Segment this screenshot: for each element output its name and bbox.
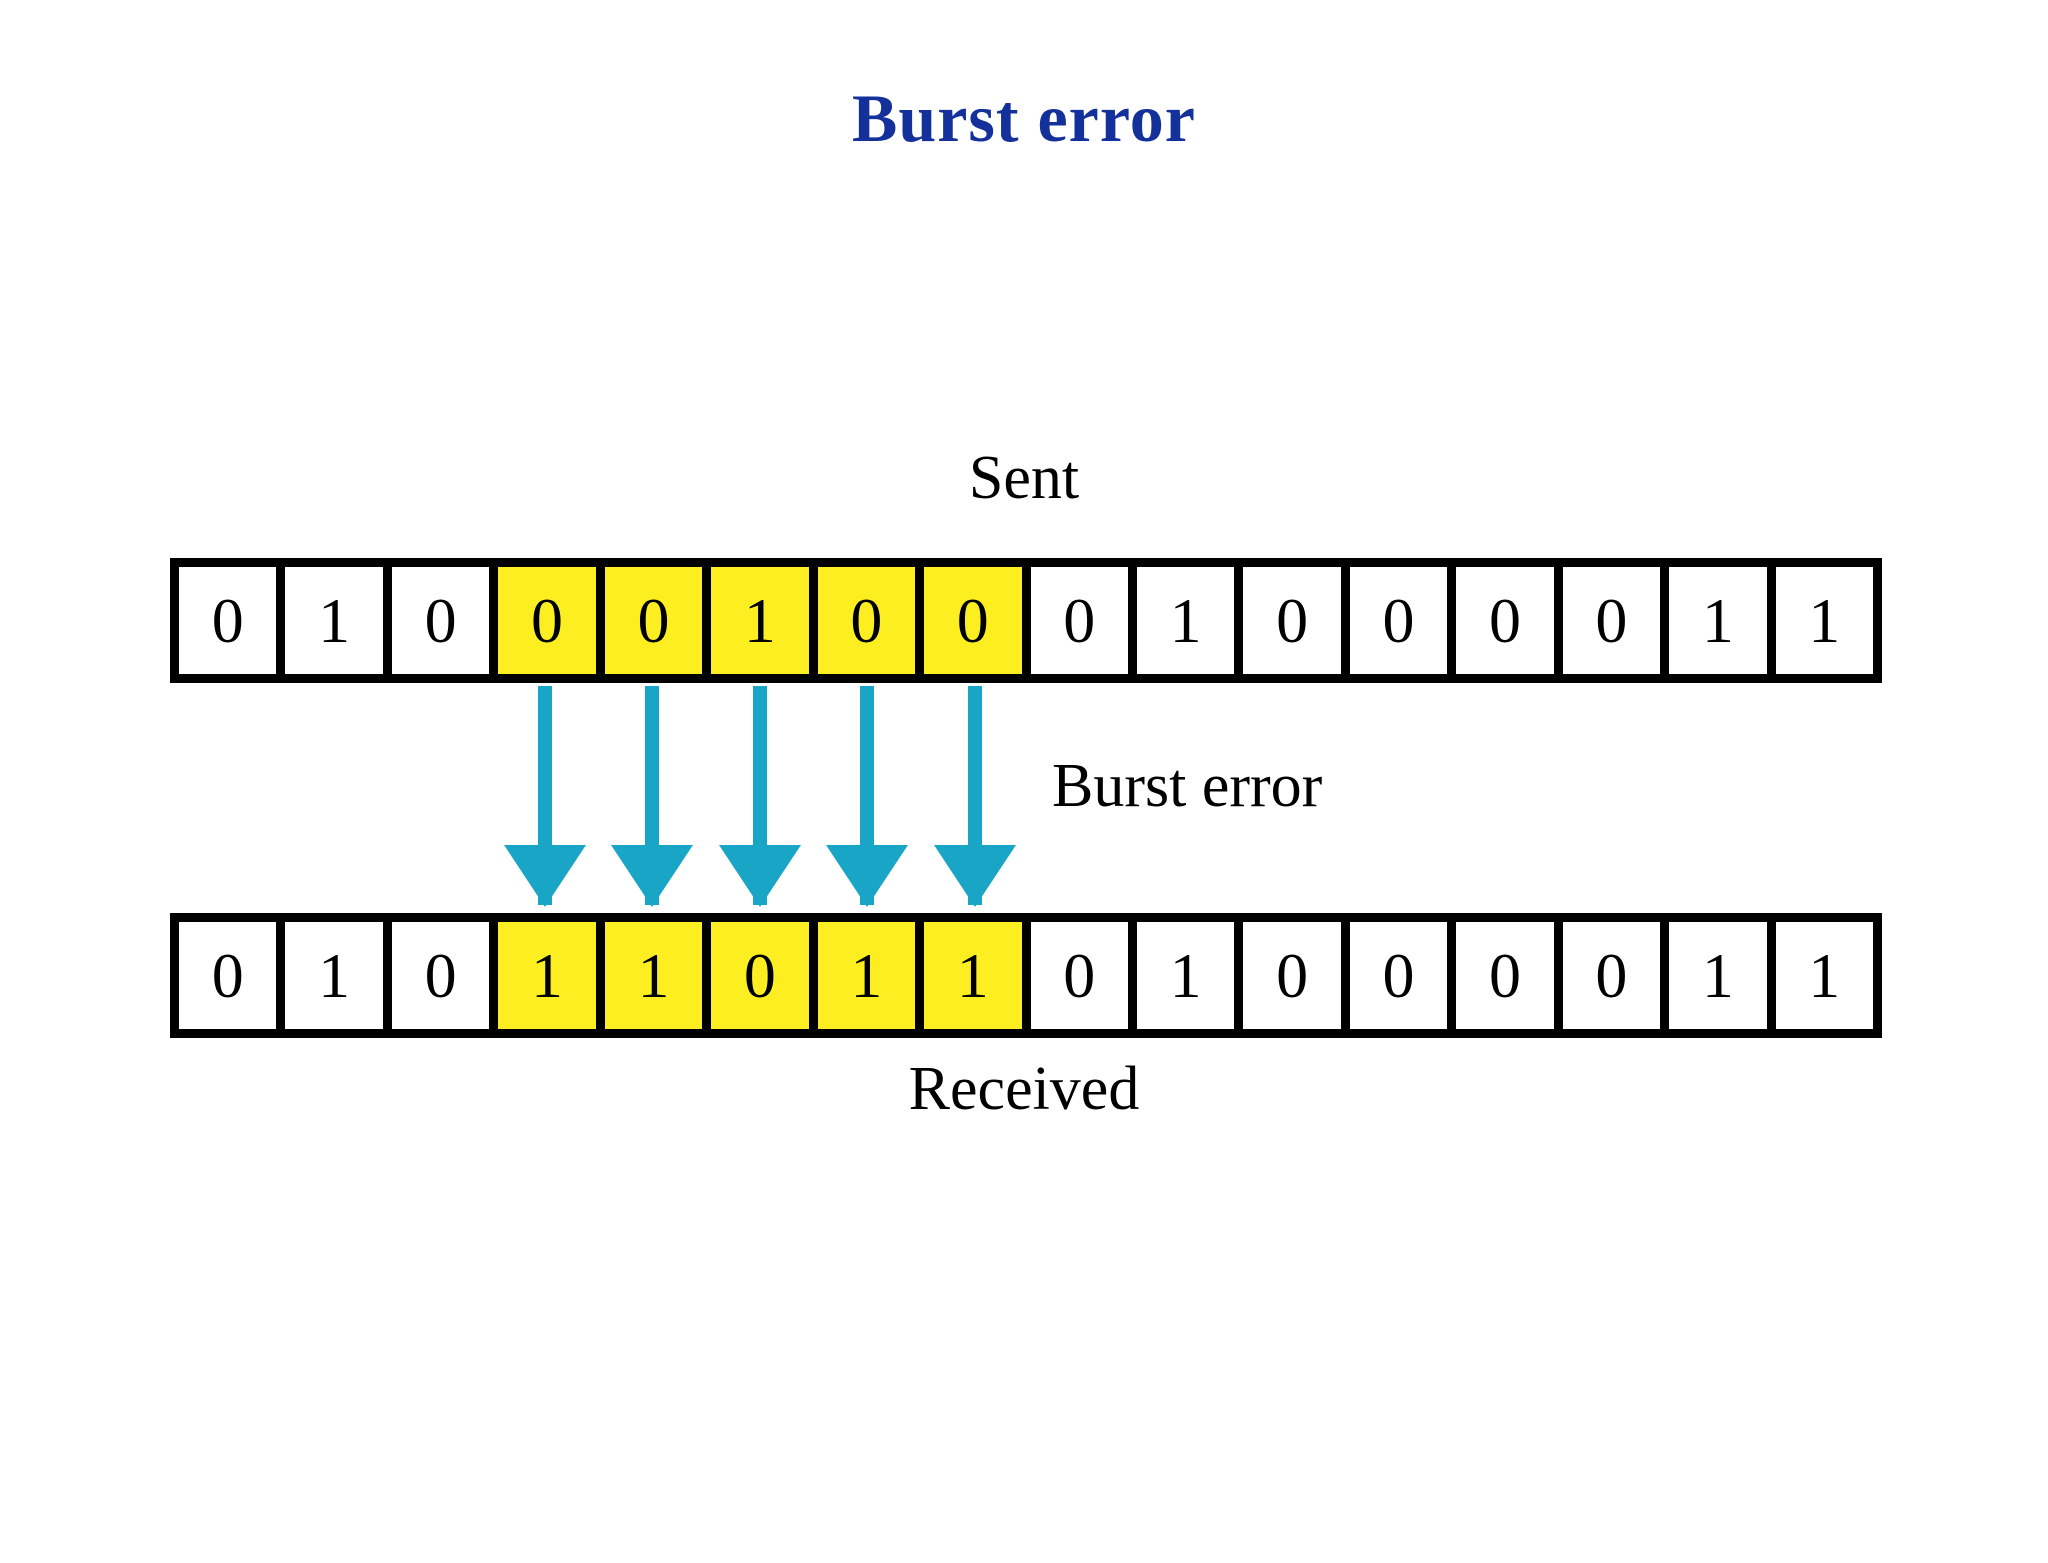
bit-value: 1 bbox=[1808, 584, 1841, 656]
bit-value: 0 bbox=[850, 584, 883, 656]
bit-value: 0 bbox=[1276, 584, 1309, 656]
received-bit-10: 0 bbox=[1243, 922, 1350, 1029]
received-bit-13: 0 bbox=[1562, 922, 1670, 1029]
received-bit-12: 0 bbox=[1456, 922, 1563, 1029]
bit-value: 0 bbox=[743, 939, 776, 1011]
burst-arrow-3-head bbox=[719, 845, 801, 907]
bit-value: 1 bbox=[531, 939, 564, 1011]
burst-error-annotation: Burst error bbox=[1052, 752, 1323, 820]
sent-row-label: Sent bbox=[968, 444, 1080, 512]
bit-value: 1 bbox=[1701, 584, 1734, 656]
received-bit-0: 0 bbox=[179, 922, 286, 1029]
sent-bit-9: 1 bbox=[1136, 567, 1244, 674]
bit-value: 1 bbox=[956, 939, 989, 1011]
sent-bit-1: 1 bbox=[285, 567, 392, 674]
burst-arrow-4-head bbox=[826, 845, 908, 907]
received-bit-8: 0 bbox=[1030, 922, 1137, 1029]
bit-value: 1 bbox=[1169, 584, 1202, 656]
sent-bit-12: 0 bbox=[1456, 567, 1563, 674]
bit-value: 0 bbox=[1488, 584, 1521, 656]
bit-value: 0 bbox=[1063, 584, 1096, 656]
sent-bit-6: 0 bbox=[817, 567, 925, 674]
burst-arrow-5-head bbox=[934, 845, 1016, 907]
bit-value: 0 bbox=[1063, 939, 1096, 1011]
received-bit-6: 1 bbox=[817, 922, 925, 1029]
sent-bit-15: 1 bbox=[1775, 567, 1873, 674]
bit-value: 1 bbox=[637, 939, 670, 1011]
bit-value: 0 bbox=[531, 584, 564, 656]
bit-value: 0 bbox=[956, 584, 989, 656]
burst-arrow-1-shaft bbox=[538, 686, 552, 905]
bit-value: 0 bbox=[1382, 584, 1415, 656]
sent-bit-14: 1 bbox=[1669, 567, 1776, 674]
received-bit-row: 0 1 0 1 1 0 1 1 0 1 0 0 0 0 1 1 bbox=[170, 913, 1882, 1038]
sent-bit-5: 1 bbox=[711, 567, 818, 674]
sent-bit-3: 0 bbox=[498, 567, 605, 674]
bit-value: 0 bbox=[637, 584, 670, 656]
sent-bit-4: 0 bbox=[604, 567, 712, 674]
received-bit-7: 1 bbox=[924, 922, 1031, 1029]
burst-arrow-3-shaft bbox=[753, 686, 767, 905]
bit-value: 0 bbox=[1276, 939, 1309, 1011]
bit-value: 1 bbox=[318, 584, 351, 656]
bit-value: 0 bbox=[424, 584, 457, 656]
burst-arrow-5-shaft bbox=[968, 686, 982, 905]
burst-arrow-1-head bbox=[504, 845, 586, 907]
slide-title: Burst error bbox=[852, 80, 1196, 156]
bit-value: 1 bbox=[1808, 939, 1841, 1011]
bit-value: 0 bbox=[1382, 939, 1415, 1011]
bit-value: 0 bbox=[211, 939, 244, 1011]
sent-bit-2: 0 bbox=[391, 567, 499, 674]
bit-value: 1 bbox=[743, 584, 776, 656]
burst-arrow-2-head bbox=[611, 845, 693, 907]
received-bit-14: 1 bbox=[1669, 922, 1776, 1029]
received-bit-5: 0 bbox=[711, 922, 818, 1029]
bit-value: 0 bbox=[424, 939, 457, 1011]
received-bit-3: 1 bbox=[498, 922, 605, 1029]
bit-value: 1 bbox=[850, 939, 883, 1011]
bit-value: 0 bbox=[1595, 939, 1628, 1011]
sent-bit-row: 0 1 0 0 0 1 0 0 0 1 0 0 0 0 1 1 bbox=[170, 558, 1882, 683]
burst-arrow-4-shaft bbox=[860, 686, 874, 905]
bit-value: 0 bbox=[1488, 939, 1521, 1011]
sent-bit-7: 0 bbox=[924, 567, 1031, 674]
bit-value: 0 bbox=[211, 584, 244, 656]
received-row-label: Received bbox=[908, 1055, 1140, 1123]
sent-bit-8: 0 bbox=[1030, 567, 1137, 674]
received-bit-2: 0 bbox=[391, 922, 499, 1029]
received-bit-9: 1 bbox=[1136, 922, 1244, 1029]
bit-value: 0 bbox=[1595, 584, 1628, 656]
bit-value: 1 bbox=[1169, 939, 1202, 1011]
sent-bit-11: 0 bbox=[1349, 567, 1457, 674]
bit-value: 1 bbox=[318, 939, 351, 1011]
burst-arrow-2-shaft bbox=[645, 686, 659, 905]
received-bit-1: 1 bbox=[285, 922, 392, 1029]
bit-value: 1 bbox=[1701, 939, 1734, 1011]
sent-bit-0: 0 bbox=[179, 567, 286, 674]
received-bit-4: 1 bbox=[604, 922, 712, 1029]
sent-bit-10: 0 bbox=[1243, 567, 1350, 674]
received-bit-15: 1 bbox=[1775, 922, 1873, 1029]
received-bit-11: 0 bbox=[1349, 922, 1457, 1029]
sent-bit-13: 0 bbox=[1562, 567, 1670, 674]
